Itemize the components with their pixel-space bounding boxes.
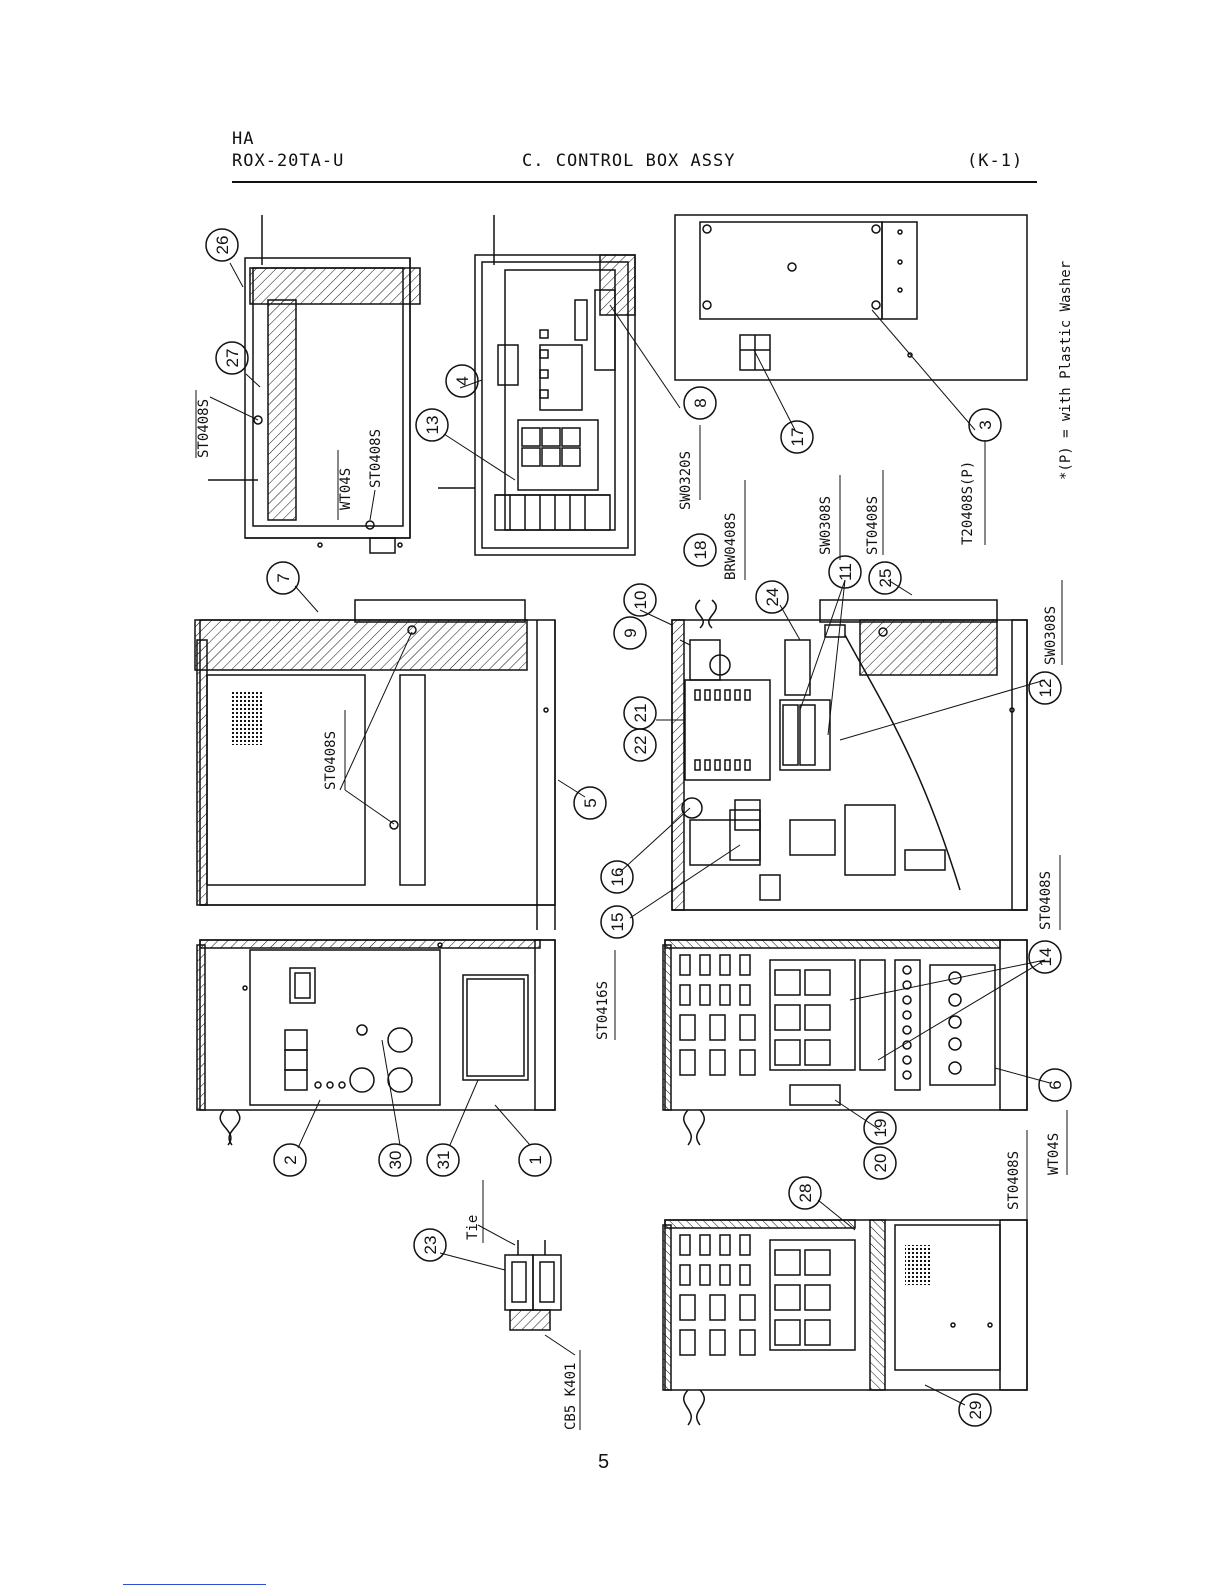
callout-13: 13: [416, 409, 448, 441]
svg-text:30: 30: [386, 1151, 405, 1170]
callout-4: 4: [446, 365, 478, 397]
svg-text:8: 8: [691, 398, 710, 407]
callout-14: 14: [1029, 941, 1061, 973]
label-sw0308s-b: SW0308S: [1043, 606, 1059, 665]
page-number: 5: [598, 1451, 609, 1474]
svg-text:19: 19: [871, 1119, 890, 1138]
label-tie: Tie: [465, 1215, 481, 1240]
svg-text:22: 22: [631, 736, 650, 755]
svg-text:10: 10: [631, 591, 650, 610]
callout-26: 26: [206, 229, 238, 261]
label-brw0408s: BRW0408S: [723, 513, 739, 580]
svg-text:25: 25: [876, 569, 895, 588]
label-wt04s-a: WT04S: [338, 468, 354, 510]
svg-text:20: 20: [871, 1154, 890, 1173]
leader-lines: [210, 263, 1050, 1405]
label-st0408s-e: ST0408S: [1038, 871, 1054, 930]
callout-25: 25: [869, 562, 901, 594]
svg-text:29: 29: [966, 1401, 985, 1420]
label-sw0308s-a: SW0308S: [818, 496, 834, 555]
svg-text:21: 21: [631, 704, 650, 723]
callout-18: 18: [684, 534, 716, 566]
callouts: 26 27 4 13 8 17 3 7 18 10 9 24 11 25 12 …: [206, 229, 1071, 1426]
callout-20: 20: [864, 1147, 896, 1179]
callout-27: 27: [216, 342, 248, 374]
callout-1: 1: [519, 1144, 551, 1176]
callout-16: 16: [601, 861, 633, 893]
svg-text:18: 18: [691, 541, 710, 560]
terminal-strip: [495, 495, 610, 530]
svg-text:3: 3: [976, 420, 995, 429]
callout-29: 29: [959, 1394, 991, 1426]
svg-text:23: 23: [421, 1236, 440, 1255]
svg-text:27: 27: [223, 349, 242, 368]
fuse-assy-view: [505, 1240, 561, 1330]
inner-plate-view: [675, 215, 1027, 380]
callout-8: 8: [684, 387, 716, 419]
power-terminal: [930, 965, 995, 1085]
callout-31: 31: [427, 1144, 459, 1176]
callout-7: 7: [267, 562, 299, 594]
svg-text:24: 24: [763, 588, 782, 607]
label-cb5: CB5 K401: [563, 1363, 579, 1430]
callout-3: 3: [969, 409, 1001, 441]
label-t20408sp: T20408S(P): [960, 461, 976, 545]
svg-text:1: 1: [526, 1155, 545, 1164]
callout-17: 17: [781, 421, 813, 453]
svg-text:17: 17: [788, 428, 807, 447]
callout-12: 12: [1029, 672, 1061, 704]
chassis-pcb-view: [672, 600, 1027, 910]
svg-text:2: 2: [281, 1155, 300, 1164]
svg-text:7: 7: [274, 573, 293, 582]
side-view-a: [208, 215, 420, 553]
front-panel-view: [197, 940, 555, 1145]
callout-5: 5: [574, 787, 606, 819]
front-cover-view: [195, 600, 555, 930]
svg-text:6: 6: [1046, 1080, 1065, 1089]
callout-23: 23: [414, 1229, 446, 1261]
svg-text:9: 9: [621, 628, 640, 637]
label-sw0320s: SW0320S: [678, 451, 694, 510]
label-st0408s-a: ST0408S: [196, 399, 212, 458]
label-st0408s-f: ST0408S: [1006, 1151, 1022, 1210]
svg-text:11: 11: [836, 563, 855, 581]
callout-2: 2: [274, 1144, 306, 1176]
callout-10: 10: [624, 584, 656, 616]
svg-text:14: 14: [1036, 948, 1055, 967]
callout-21: 21: [624, 697, 656, 729]
svg-text:12: 12: [1036, 679, 1055, 698]
relay-block: [522, 428, 580, 466]
callout-30: 30: [379, 1144, 411, 1176]
label-st0408s-c: ST0408S: [865, 496, 881, 555]
label-st0408s-d: ST0408S: [323, 731, 339, 790]
callout-19: 19: [864, 1112, 896, 1144]
relay-panel-view: [663, 940, 1027, 1145]
svg-text:26: 26: [213, 236, 232, 255]
callout-9: 9: [614, 617, 646, 649]
svg-text:5: 5: [581, 798, 600, 807]
svg-text:15: 15: [608, 913, 627, 932]
svg-text:16: 16: [608, 868, 627, 887]
label-wt04s-b: WT04S: [1046, 1133, 1062, 1175]
callout-28: 28: [789, 1177, 821, 1209]
label-st0408s-b: ST0408S: [368, 429, 384, 488]
pcb-board: [685, 680, 770, 780]
terminal-block: [895, 960, 920, 1090]
callout-22: 22: [624, 729, 656, 761]
svg-text:31: 31: [434, 1151, 453, 1170]
label-st0416s: ST0416S: [595, 981, 611, 1040]
contactor-group: [770, 960, 855, 1070]
callout-24: 24: [756, 581, 788, 613]
plastic-washer-note: *(P) = with Plastic Washer: [1058, 261, 1074, 480]
svg-text:13: 13: [423, 416, 442, 435]
callout-6: 6: [1039, 1069, 1071, 1101]
callout-15: 15: [601, 906, 633, 938]
svg-text:28: 28: [796, 1184, 815, 1203]
svg-text:4: 4: [453, 376, 472, 385]
